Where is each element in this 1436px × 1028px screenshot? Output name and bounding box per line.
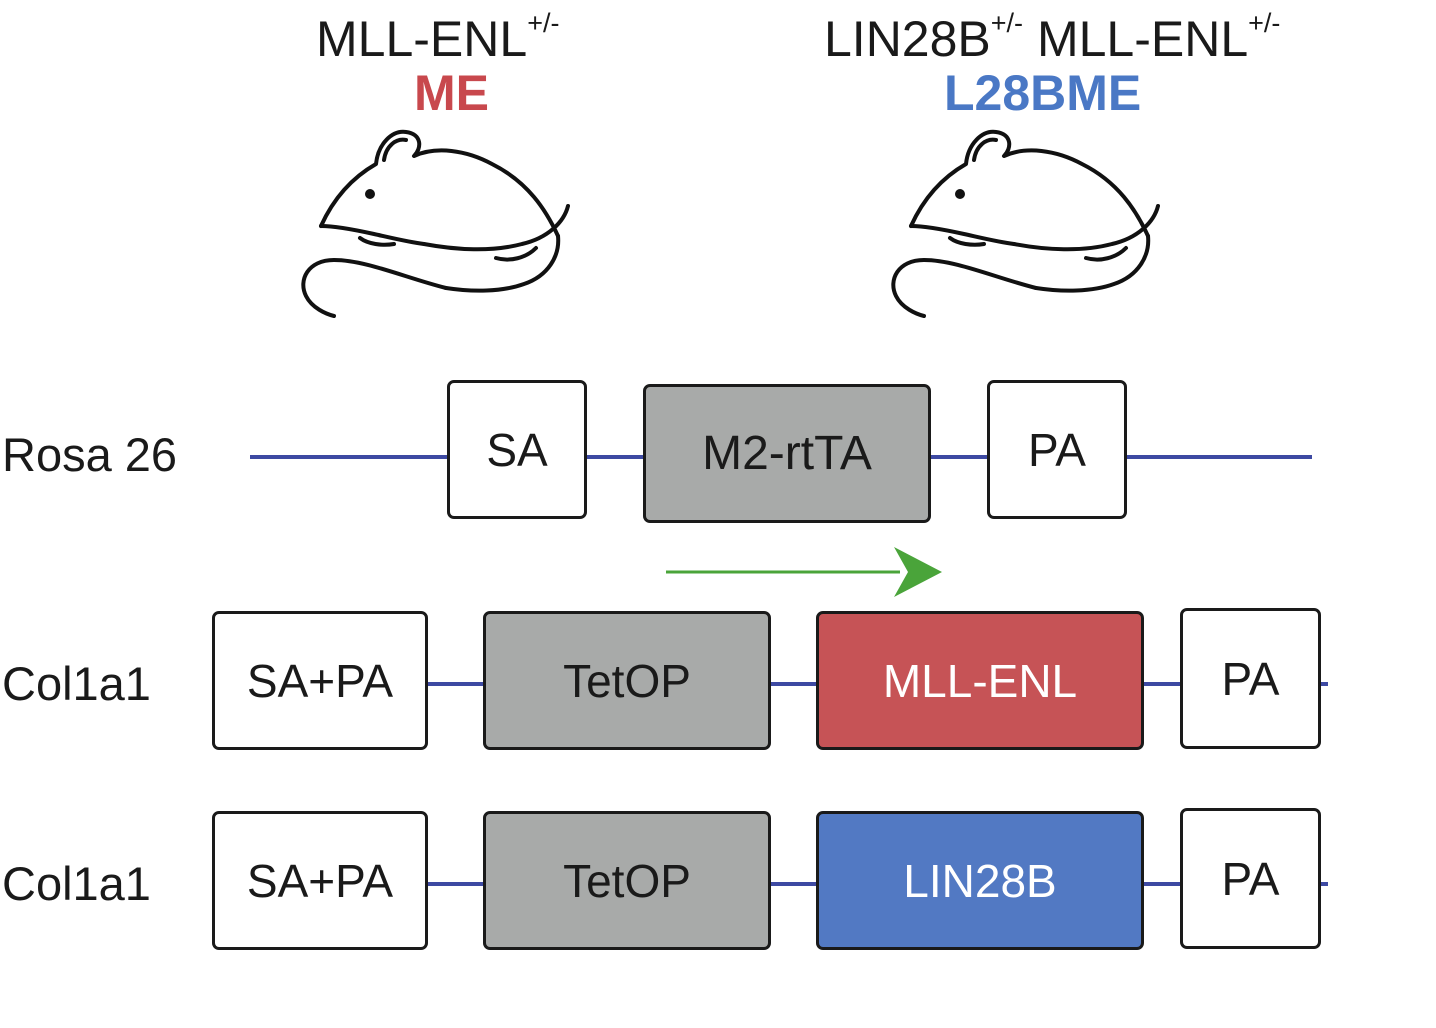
arrow-right-icon xyxy=(666,547,942,597)
locus-label-col1a1: Col1a1 xyxy=(2,657,151,710)
mouse-icon xyxy=(301,129,570,318)
mouse-icon xyxy=(891,129,1160,318)
locus-label-col1a1: Col1a1 xyxy=(2,857,151,910)
element-pa: PA xyxy=(1180,608,1321,749)
right-genotype-a-text: LIN28B xyxy=(824,11,991,67)
element-sa: SA xyxy=(447,380,587,519)
element-m2-rttta: M2-rtTA xyxy=(643,384,931,523)
left-abbreviation: ME xyxy=(414,65,489,121)
left-genotype-label: MLL-ENL+/- xyxy=(316,10,559,67)
right-abbreviation: L28BME xyxy=(944,65,1142,121)
right-genotype-a-superscript: +/- xyxy=(990,8,1024,38)
element-mll-enl: MLL-ENL xyxy=(816,611,1144,750)
right-genotype-b-text: MLL-ENL xyxy=(1036,11,1249,67)
element-sa-pa: SA+PA xyxy=(212,811,428,950)
element-pa: PA xyxy=(1180,808,1321,949)
element-pa: PA xyxy=(987,380,1127,519)
element-tetop: TetOP xyxy=(483,611,771,750)
right-genotype-b-superscript: +/- xyxy=(1248,8,1281,38)
left-genotype-superscript: +/- xyxy=(527,8,560,38)
left-genotype-text: MLL-ENL xyxy=(316,11,528,67)
locus-label-rosa26: Rosa 26 xyxy=(2,428,178,481)
element-sa-pa: SA+PA xyxy=(212,611,428,750)
element-tetop: TetOP xyxy=(483,811,771,950)
right-genotype-label: LIN28B+/- MLL-ENL+/- xyxy=(824,10,1280,67)
element-lin28b: LIN28B xyxy=(816,811,1144,950)
